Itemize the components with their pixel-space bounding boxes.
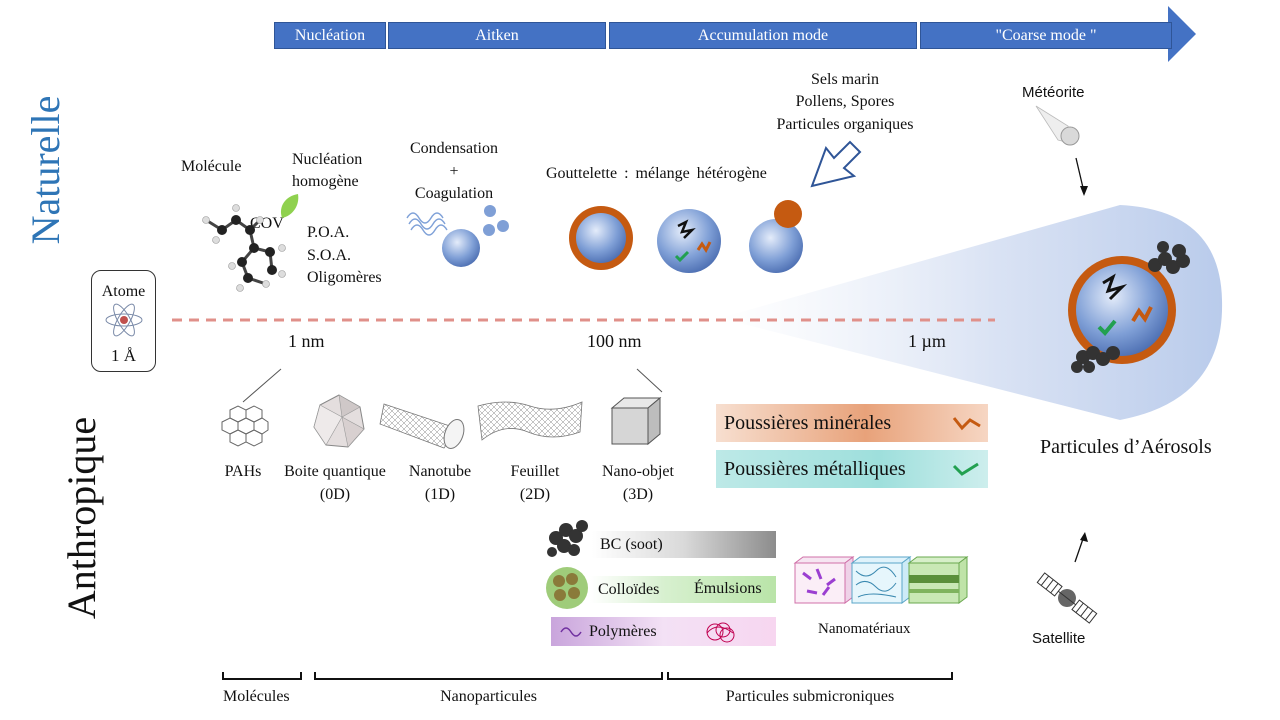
stage-label: Aitken xyxy=(475,26,519,44)
droplets-icon xyxy=(569,200,803,273)
meteorite-icon xyxy=(1035,105,1080,146)
bar-mineral-dust: Poussières minérales xyxy=(716,404,988,442)
mineral-dust-icon xyxy=(952,417,981,431)
label-pahs: PAHs xyxy=(224,463,262,480)
label-nanotube: Nanotube xyxy=(408,463,472,480)
atom-title: Atome xyxy=(101,283,146,300)
label-condensation: Condensation xyxy=(410,140,498,157)
nanotube-icon xyxy=(379,403,465,449)
label-quantum-dot-dim: (0D) xyxy=(319,486,351,503)
label-source-1: Sels marin xyxy=(811,71,879,88)
label-quantum-dot: Boite quantique xyxy=(284,463,386,480)
bc-label: BC (soot) xyxy=(600,535,663,553)
polymers-label: Polymères xyxy=(589,622,657,640)
colloid-icon xyxy=(546,567,588,609)
aerosol-particle-icon xyxy=(1068,241,1190,373)
scale-1um: 1 µm xyxy=(908,331,946,351)
range-nanoparticles: Nanoparticules xyxy=(440,688,537,705)
label-molecule: Molécule xyxy=(181,158,242,175)
emulsions-label: Émulsions xyxy=(694,580,762,597)
bar-polymers: Polymères xyxy=(551,617,776,646)
scale-1nm: 1 nm xyxy=(288,331,325,351)
label-source-3: Particules organiques xyxy=(776,116,914,133)
label-nucleation-2: homogène xyxy=(292,173,359,190)
mineral-dust-label: Poussières minérales xyxy=(724,411,892,434)
label-nanotube-dim: (1D) xyxy=(424,486,456,503)
label-oligomeres: Oligomères xyxy=(307,269,382,286)
label-nucleation-1: Nucléation xyxy=(292,151,363,168)
stage-label: Accumulation mode xyxy=(697,26,829,44)
atom-icon xyxy=(105,303,143,337)
metal-dust-icon xyxy=(952,462,979,476)
bar-colloids: Colloïdes Émulsions xyxy=(590,576,776,603)
stage-label: Nucléation xyxy=(294,26,366,44)
quantum-dot-icon xyxy=(313,394,365,448)
leaf-icon xyxy=(280,194,299,218)
graphene-sheet-icon xyxy=(477,401,583,441)
range-submicronic: Particules submicroniques xyxy=(725,688,895,705)
label-plus: + xyxy=(449,163,459,180)
stage-nucleation: Nucléation xyxy=(274,22,386,49)
bar-metal-dust: Poussières métalliques xyxy=(716,450,988,488)
soot-icon xyxy=(547,520,588,557)
polymer-coil-icon xyxy=(706,622,735,643)
atom-size: 1 Å xyxy=(110,346,137,365)
condensation-icon xyxy=(406,205,509,267)
nano-object-cube-icon xyxy=(610,396,662,446)
label-meteorite: Météorite xyxy=(1022,84,1085,101)
label-satellite: Satellite xyxy=(1032,630,1086,647)
brace-nanoparticles xyxy=(314,672,663,680)
brace-molecules xyxy=(222,672,302,680)
scale-100nm: 100 nm xyxy=(587,331,642,351)
range-molecules: Molécules xyxy=(223,688,290,705)
stage-arrow-graphic xyxy=(1168,6,1196,62)
satellite-icon xyxy=(1036,572,1098,624)
nanomaterials-icon xyxy=(793,556,969,604)
pah-icon xyxy=(221,405,269,447)
brace-submicronic xyxy=(667,672,953,680)
label-source-2: Pollens, Spores xyxy=(795,93,895,110)
atom-box: Atome 1 Å xyxy=(91,270,156,372)
stage-coarse: "Coarse mode " xyxy=(920,22,1172,49)
stage-label: "Coarse mode " xyxy=(995,26,1097,44)
polymer-squiggle-icon xyxy=(560,626,582,637)
label-sheet-dim: (2D) xyxy=(519,486,551,503)
molecule-icon xyxy=(202,204,286,292)
stage-accumulation: Accumulation mode xyxy=(609,22,917,49)
label-nanomaterials: Nanomatériaux xyxy=(818,621,911,637)
label-aerosol: Particules d’Aérosols xyxy=(1040,436,1212,458)
colloids-label: Colloïdes xyxy=(598,580,660,598)
stage-aitken: Aitken xyxy=(388,22,606,49)
label-nano-object: Nano-objet xyxy=(602,463,674,480)
label-sheet: Feuillet xyxy=(510,463,560,480)
label-droplet: Gouttelette : mélange hétérogène xyxy=(546,165,767,182)
bar-bc: BC (soot) xyxy=(592,531,776,558)
metal-dust-label: Poussières métalliques xyxy=(724,457,906,480)
label-coagulation: Coagulation xyxy=(414,185,494,202)
label-nano-object-dim: (3D) xyxy=(622,486,654,503)
label-poa: P.O.A. xyxy=(307,224,350,241)
label-soa: S.O.A. xyxy=(307,247,352,264)
